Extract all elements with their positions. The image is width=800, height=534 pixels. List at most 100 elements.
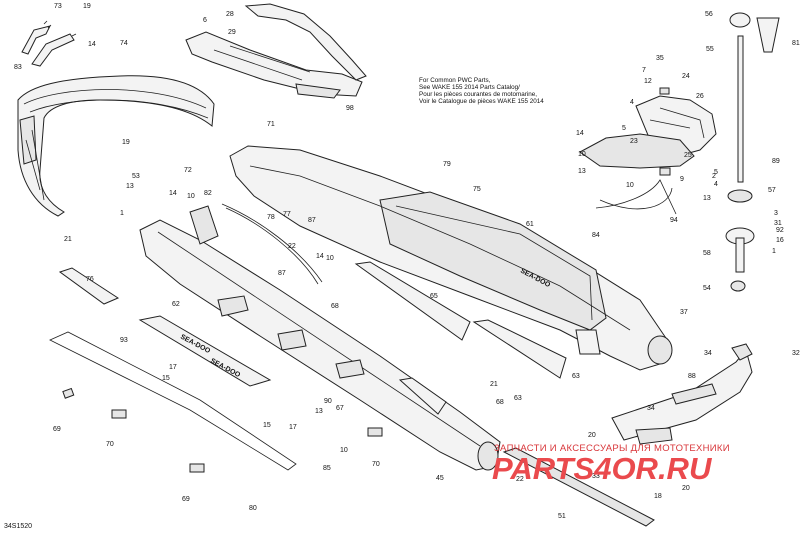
callout-13: 13	[126, 183, 134, 190]
callout-84: 84	[592, 232, 600, 239]
callout-21: 21	[64, 236, 72, 243]
callout-71: 71	[267, 121, 275, 128]
callout-82: 82	[204, 190, 212, 197]
callout-72: 72	[184, 167, 192, 174]
watermark-logo: PARTS4OR.RU	[492, 451, 713, 486]
callout-13: 13	[578, 168, 586, 175]
callout-14: 14	[88, 41, 96, 48]
callout-69: 69	[53, 426, 61, 433]
callout-76: 76	[86, 276, 94, 283]
callout-90: 90	[324, 398, 332, 405]
callout-70: 70	[372, 461, 380, 468]
callout-14: 14	[316, 253, 324, 260]
storage-cover-assembly	[185, 3, 367, 99]
callout-31: 31	[774, 220, 782, 227]
callout-62: 62	[172, 301, 180, 308]
callout-51: 51	[558, 513, 566, 520]
note-line-3: Pour les pièces courantes de motomarine,	[419, 91, 537, 98]
callout-14: 14	[576, 130, 584, 137]
callout-18: 18	[654, 493, 662, 500]
callout-83: 83	[14, 64, 22, 71]
callout-4: 4	[714, 181, 718, 188]
callout-68: 68	[331, 303, 339, 310]
bottom-trim-strip	[502, 447, 655, 527]
callout-1: 1	[120, 210, 124, 217]
callout-10: 10	[326, 255, 334, 262]
callout-57: 57	[768, 187, 776, 194]
callout-22: 22	[288, 243, 296, 250]
callout-32: 32	[792, 350, 800, 357]
callout-89: 89	[772, 158, 780, 165]
callout-6: 6	[203, 17, 207, 24]
callout-5: 5	[714, 169, 718, 176]
callout-5: 5	[622, 125, 626, 132]
callout-1: 1	[772, 248, 776, 255]
callout-35: 35	[656, 55, 664, 62]
callout-3: 3	[774, 210, 778, 217]
watermark-line-1: ЗАПЧАСТИ И АКСЕССУАРЫ ДЛЯ МОТОТЕХНИКИ	[494, 443, 730, 454]
callout-10: 10	[578, 151, 586, 158]
callout-29: 29	[228, 29, 236, 36]
callout-17: 17	[169, 364, 177, 371]
note-line-1: For Common PWC Parts,	[419, 77, 491, 84]
callout-54: 54	[703, 285, 711, 292]
callout-87: 87	[308, 217, 316, 224]
callout-4: 4	[630, 99, 634, 106]
callout-74: 74	[120, 40, 128, 47]
rear-bumper-assembly	[611, 343, 753, 445]
note-line-4: Voir le Catalogue de pièces WAKE 155 201…	[419, 98, 544, 105]
callout-9: 9	[680, 176, 684, 183]
callout-79: 79	[443, 161, 451, 168]
diagram-code: 34S1520	[4, 523, 32, 530]
callout-65: 65	[430, 293, 438, 300]
callout-77: 77	[283, 211, 291, 218]
callout-70: 70	[106, 441, 114, 448]
callout-28: 28	[226, 11, 234, 18]
callout-10: 10	[626, 182, 634, 189]
callout-73: 73	[54, 3, 62, 10]
callout-12: 12	[644, 78, 652, 85]
callout-14: 14	[169, 190, 177, 197]
callout-98: 98	[346, 105, 354, 112]
callout-23: 23	[630, 138, 638, 145]
callout-87: 87	[278, 270, 286, 277]
callout-15: 15	[162, 375, 170, 382]
front-cover-panel	[17, 75, 215, 217]
callout-68: 68	[496, 399, 504, 406]
note-line-2: See WAKE 155 2014 Parts Catalog/	[419, 84, 520, 91]
callout-69: 69	[182, 496, 190, 503]
callout-56: 56	[705, 11, 713, 18]
steering-post-assembly	[725, 12, 780, 292]
callout-75: 75	[473, 186, 481, 193]
callout-63: 63	[572, 373, 580, 380]
callout-16: 16	[776, 237, 784, 244]
callout-55: 55	[706, 46, 714, 53]
parts-note: For Common PWC Parts, See WAKE 155 2014 …	[419, 77, 544, 105]
side-bracket-assembly	[21, 20, 77, 67]
callout-10: 10	[187, 193, 195, 200]
callout-33: 33	[592, 473, 600, 480]
bow-handle-assembly	[579, 87, 717, 210]
callout-53: 53	[132, 173, 140, 180]
callout-15: 15	[263, 422, 271, 429]
callout-81: 81	[792, 40, 800, 47]
callout-26: 26	[696, 93, 704, 100]
callout-17: 17	[289, 424, 297, 431]
callout-22: 22	[516, 476, 524, 483]
callout-19: 19	[122, 139, 130, 146]
small-plates	[62, 387, 383, 473]
callout-10: 10	[340, 447, 348, 454]
callout-2: 2	[712, 173, 716, 180]
callout-58: 58	[703, 250, 711, 257]
callout-20: 20	[588, 432, 596, 439]
cable-94	[595, 179, 677, 215]
callout-78: 78	[267, 214, 275, 221]
callout-92: 92	[776, 227, 784, 234]
callout-21: 21	[490, 381, 498, 388]
callout-85: 85	[323, 465, 331, 472]
callout-67: 67	[336, 405, 344, 412]
callout-13: 13	[315, 408, 323, 415]
watermark: ЗАПЧАСТИ И АКСЕССУАРЫ ДЛЯ МОТОТЕХНИКИ PA…	[492, 443, 730, 486]
